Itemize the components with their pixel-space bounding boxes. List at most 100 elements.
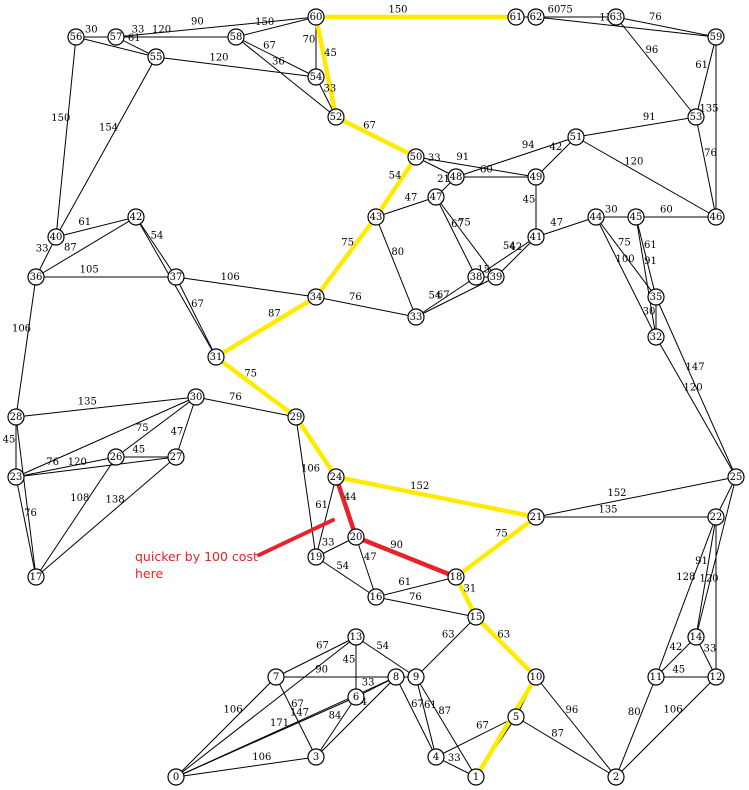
node-circle [587, 208, 605, 226]
edge-5-4 [435, 716, 517, 758]
node-13: 13 [347, 628, 365, 646]
edge-24-19 [315, 476, 337, 558]
edge-42-37 [135, 216, 177, 278]
edge-20-16 [355, 536, 377, 598]
edge-56-55 [75, 36, 157, 58]
node-2: 2 [607, 768, 625, 786]
node-circle [707, 668, 725, 686]
node-label: 31 [210, 352, 223, 363]
edge-34-31-best-path [213, 294, 319, 360]
node-label: 41 [530, 232, 543, 243]
edge-weight-14-12: 33 [704, 644, 717, 655]
node-label: 32 [650, 332, 663, 343]
node-0: 0 [167, 768, 185, 786]
node-label: 42 [130, 212, 143, 223]
node-label: 19 [310, 552, 323, 563]
edge-32-25 [655, 336, 737, 478]
edge-62-59 [535, 16, 717, 38]
node-label: 46 [710, 212, 723, 223]
node-label: 35 [650, 292, 663, 303]
edge-weight-32-25: 120 [684, 382, 703, 393]
edge-weight-41-39: 42 [510, 242, 523, 253]
edge-37-34 [175, 276, 317, 298]
edge-weight-19-20: 33 [322, 538, 335, 549]
node-circle [487, 268, 505, 286]
node-19: 19 [307, 548, 325, 566]
node-56: 56 [67, 28, 85, 46]
edge-weight-58-54: 67 [263, 40, 276, 51]
edge-weight-34-31: 87 [268, 308, 281, 319]
node-26: 26 [107, 448, 125, 466]
node-circle [187, 388, 205, 406]
edge-36-28 [15, 276, 37, 418]
node-label: 33 [410, 312, 423, 323]
weight-label-layer: 3090150120336112067367033150154607513576… [3, 5, 719, 764]
node-label: 15 [470, 612, 483, 623]
node-31: 31 [207, 348, 225, 366]
node-label: 2 [613, 772, 619, 783]
node-label: 61 [510, 12, 523, 23]
node-label: 10 [530, 672, 543, 683]
edge-56-40 [55, 36, 77, 238]
node-circle [687, 108, 705, 126]
edge-weight-44-45: 30 [605, 205, 618, 216]
edge-16-18 [375, 576, 457, 598]
node-1: 1 [467, 768, 485, 786]
edge-8-4 [395, 676, 437, 758]
node-circle [67, 28, 85, 46]
node-55: 55 [147, 48, 165, 66]
edge-21-25 [535, 476, 737, 518]
edge-weight-41-38: 54 [503, 241, 516, 252]
node-57: 57 [107, 28, 125, 46]
node-circle [7, 408, 25, 426]
edge-weight-13-9: 54 [376, 641, 389, 652]
edge-weight-51-46: 120 [624, 157, 643, 168]
edge-41-39 [495, 236, 537, 278]
annotation-text: quicker by 100 cost here [135, 549, 262, 581]
edge-33-39 [415, 276, 497, 318]
edge-weight-33-39: 67 [437, 290, 450, 301]
node-circle [147, 48, 165, 66]
node-45: 45 [627, 208, 645, 226]
edge-24-20-improved-path [333, 474, 359, 540]
node-circle [527, 668, 545, 686]
edge-weight-10-2: 96 [566, 705, 579, 716]
node-label: 57 [110, 32, 123, 43]
edge-36-42 [35, 216, 137, 278]
node-11: 11 [647, 668, 665, 686]
node-label: 22 [710, 512, 723, 523]
edge-33-38 [415, 276, 477, 318]
edge-weight-37-31: 67 [191, 299, 204, 310]
node-circle [327, 468, 345, 486]
edge-20-18-improved-path [353, 534, 459, 580]
node-circle [427, 188, 445, 206]
edge-weight-57-60: 90 [191, 16, 204, 27]
edge-63-59 [615, 16, 717, 38]
annotation-pointer-line [257, 518, 335, 557]
edge-47-38 [435, 196, 477, 278]
edge-weight-37-34: 106 [221, 272, 240, 283]
edge-weight-34-33: 76 [349, 292, 362, 303]
node-label: 4 [433, 752, 439, 763]
edge-weight-24-19: 61 [315, 500, 328, 511]
edge-26-30 [115, 396, 197, 458]
node-label: 17 [30, 572, 43, 583]
edge-weight-21-18: 75 [495, 529, 508, 540]
edge-43-33 [375, 216, 417, 318]
node-49: 49 [527, 168, 545, 186]
edge-53-46 [695, 116, 717, 218]
node-circle [387, 668, 405, 686]
edge-51-46 [575, 136, 717, 218]
edge-weight-28-23: 45 [3, 434, 16, 445]
node-label: 3 [313, 752, 319, 763]
node-28: 28 [7, 408, 25, 426]
edge-23-17 [15, 476, 37, 578]
node-label: 54 [310, 72, 323, 83]
node-33: 33 [407, 308, 425, 326]
edge-34-33 [315, 296, 417, 318]
edge-weight-23-27: 120 [68, 457, 87, 468]
node-54: 54 [307, 68, 325, 86]
node-circle [527, 168, 545, 186]
node-circle [467, 268, 485, 286]
edge-9-1 [415, 676, 477, 778]
